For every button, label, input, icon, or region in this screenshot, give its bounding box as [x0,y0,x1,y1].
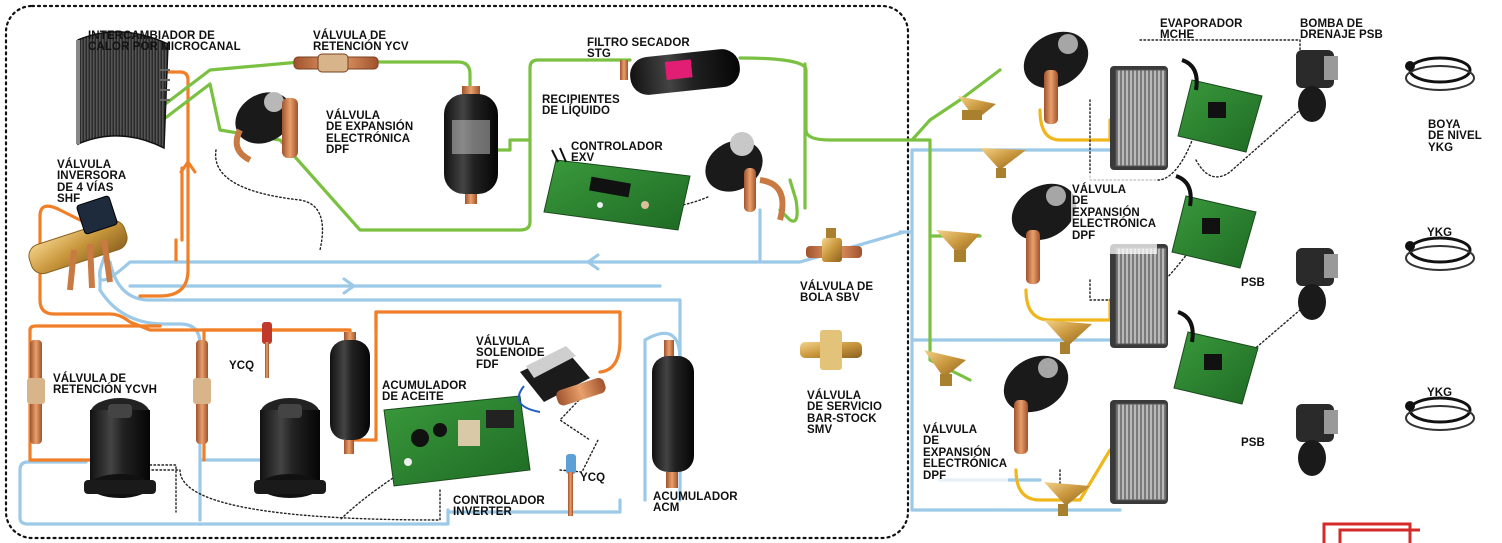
indoor-controller-1 [1177,58,1263,153]
brass-tee-valve-3b [1044,482,1090,516]
label-psb-3: PSB [1241,436,1265,449]
indoor-controller-3 [1173,310,1259,405]
discharge-lines [28,70,622,462]
indoor-unit-2 [936,174,1475,354]
check-valve-ycv [293,53,379,73]
corner-logo-fragment [1322,522,1420,543]
filter-drier-stg [620,49,740,95]
pressure-switch-ycq-1 [262,322,272,378]
evaporator-mche-2 [1110,244,1168,348]
float-switch-ykg-3 [1405,396,1475,431]
indoor-eev-3 [1003,355,1069,454]
indoor-pipes [1014,108,1112,502]
ball-valve-sbv [806,228,862,262]
float-switch-ykg-2 [1405,236,1475,271]
microchannel-heat-exchanger [76,31,170,150]
drain-pump-psb-3 [1296,404,1338,476]
brass-tee-valve-1b [980,148,1026,178]
liquid-receiver [444,86,498,204]
label-ykg-2: YKG [1427,226,1453,239]
brass-tee-valve-1a [958,96,996,120]
flow-arrow-right [342,277,356,295]
pressure-switch-ycq-2 [566,454,576,516]
inverter-controller-board [383,395,531,487]
service-valve-smv [800,330,862,370]
oil-separator [330,332,370,454]
outdoor-unit-boundary [4,4,910,540]
compressor-2 [254,398,326,498]
indoor-unit-3 [924,310,1475,516]
electronic-expansion-valve-outdoor-2 [705,132,786,221]
indoor-unit-1 [958,31,1475,178]
evaporator-mche-1 [1110,66,1168,170]
label-ycq-1: YCQ [229,359,255,372]
four-way-reversing-valve-shf [28,195,128,291]
solenoid-valve-fdf [517,346,606,413]
brass-tee-valve-2a [936,230,980,262]
brass-tee-valve-3a [924,350,966,386]
flow-arrow-up [179,160,197,174]
compressor-1 [84,398,156,498]
indoor-controller-2 [1171,174,1257,269]
flow-arrow-left [586,253,600,271]
check-valve-ycvh-2 [193,340,211,444]
check-valve-ycvh-1 [27,340,45,444]
indoor-eev-1 [1023,31,1089,124]
accumulator-acm [652,340,694,488]
label-psb-2: PSB [1241,276,1265,289]
evaporator-mche-3 [1110,400,1168,504]
label-ykg-3: YKG [1427,386,1453,399]
indoor-eev-2 [1011,183,1077,284]
label-ycq-2: YCQ [580,471,606,484]
exv-controller-board [543,147,691,231]
float-switch-ykg-1 [1405,56,1475,91]
brass-tee-valve-2b [1044,320,1092,354]
drain-pump-psb-2 [1296,248,1338,320]
electronic-expansion-valve-outdoor-1 [233,92,298,163]
drain-pump-psb-1 [1296,50,1338,122]
